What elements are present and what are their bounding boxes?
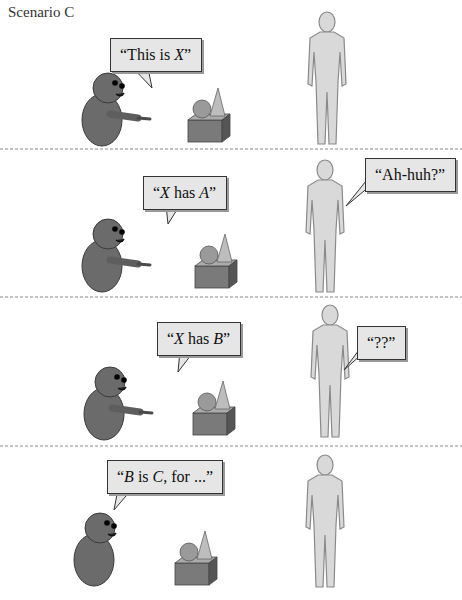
speech-text: “B is C, for ...” [117,467,213,486]
speech-bubble: “This is X” [110,38,202,72]
person-figure [306,12,349,587]
speech-text: “This is X” [120,45,192,64]
bubble-tail [114,68,370,510]
speech-bubble: “Ah-huh?” [365,158,456,192]
speech-bubble: “??” [357,326,406,360]
speech-text: “??” [367,333,396,352]
robot-figure [74,73,152,586]
speech-text: “X has B” [167,329,231,348]
speech-bubble: “X has A” [143,176,227,210]
speech-bubble: “X has B” [157,322,241,356]
speech-text: “Ah-huh?” [375,165,446,184]
panel-dividers [0,149,462,446]
speech-bubble: “B is C, for ...” [107,460,223,494]
speech-text: “X has A” [153,183,217,202]
scenario-title: Scenario C [8,4,74,21]
